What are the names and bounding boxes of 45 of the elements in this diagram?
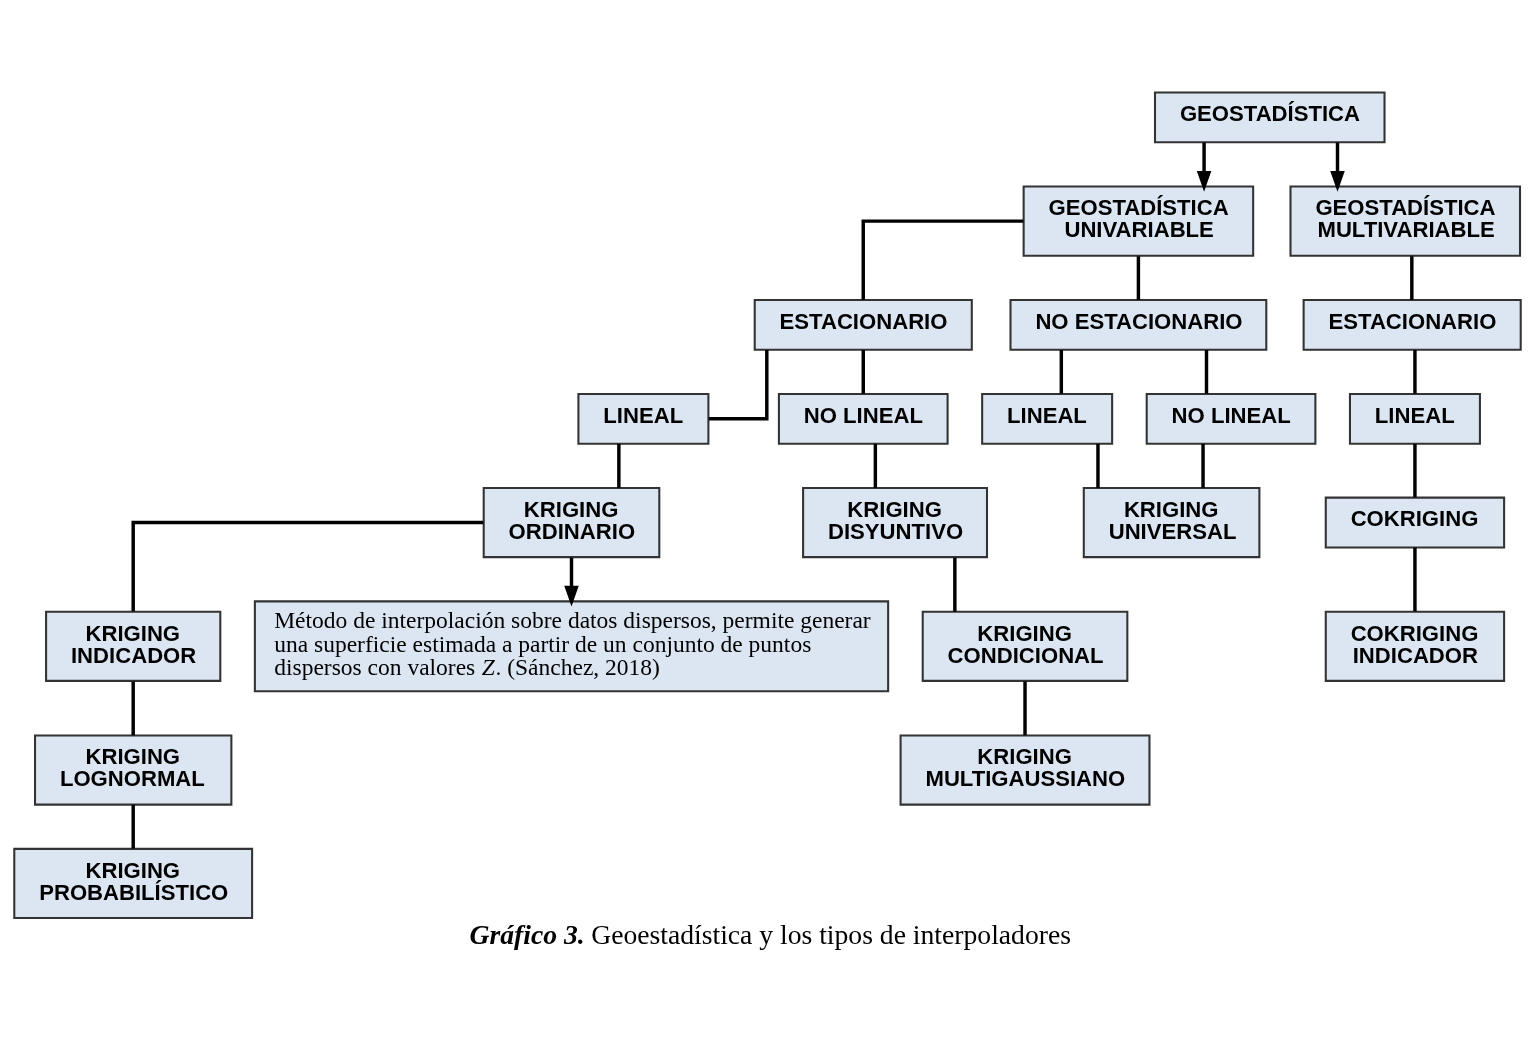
node-box: GEOSTADÍSTICA UNIVARIABLE bbox=[1022, 185, 1255, 257]
connector bbox=[131, 804, 135, 849]
node-box: ESTACIONARIO bbox=[1302, 298, 1522, 351]
connector bbox=[861, 350, 865, 394]
connector bbox=[1096, 443, 1100, 488]
node-box: COKRIGING INDICADOR bbox=[1324, 610, 1506, 682]
node-box: KRIGING LOGNORMAL bbox=[34, 734, 233, 806]
node-box: NO ESTACIONARIO bbox=[1009, 298, 1268, 351]
connector bbox=[1413, 350, 1417, 394]
connector bbox=[131, 681, 135, 736]
connector bbox=[1201, 443, 1205, 488]
connector bbox=[708, 350, 769, 421]
node-box: KRIGING UNIVERSAL bbox=[1082, 486, 1261, 559]
node-box: KRIGING INDICADOR bbox=[45, 610, 222, 682]
caption: Gráfico 3. Geoestadística y los tipos de interpoladores bbox=[469, 919, 1071, 951]
connector bbox=[131, 520, 484, 612]
node-box: GEOSTADÍSTICA MULTIVARIABLE bbox=[1289, 185, 1522, 257]
connector bbox=[1204, 350, 1209, 394]
connector bbox=[1410, 256, 1414, 300]
arrow bbox=[1330, 142, 1345, 192]
node-box: KRIGING CONDICIONAL bbox=[921, 610, 1129, 682]
node-box: KRIGING DISYUNTIVO bbox=[802, 486, 989, 559]
connector bbox=[1023, 681, 1027, 736]
node-box: NO LINEAL bbox=[1145, 392, 1317, 445]
node-box: LINEAL bbox=[577, 392, 710, 445]
node-box: NO LINEAL bbox=[777, 392, 949, 445]
connector bbox=[1059, 350, 1064, 394]
connector bbox=[1413, 443, 1417, 498]
node-box: Método de interpolación sobre datos dispersos, permite generar una superficie estimada a partir de un conjunto de puntos dispersos con valores Z. (Sánchez, 2018) bbox=[253, 600, 890, 693]
connector bbox=[1413, 547, 1417, 612]
connector bbox=[953, 557, 957, 612]
connector bbox=[873, 443, 878, 488]
node-box: KRIGING ORDINARIO bbox=[482, 486, 661, 559]
node-box: KRIGING PROBABILÍSTICO bbox=[13, 847, 254, 920]
node-box: LINEAL bbox=[1348, 392, 1481, 445]
connector bbox=[1136, 256, 1141, 300]
node-box: LINEAL bbox=[981, 392, 1114, 445]
node-box: KRIGING MULTIGAUSSIANO bbox=[899, 734, 1151, 806]
arrow bbox=[1196, 142, 1212, 192]
connector bbox=[617, 443, 621, 488]
node-box: GEOSTADÍSTICA bbox=[1153, 91, 1386, 144]
arrow bbox=[564, 557, 579, 607]
node-box: COKRIGING bbox=[1324, 496, 1506, 549]
connector bbox=[861, 219, 1024, 300]
node-box: ESTACIONARIO bbox=[753, 298, 973, 351]
